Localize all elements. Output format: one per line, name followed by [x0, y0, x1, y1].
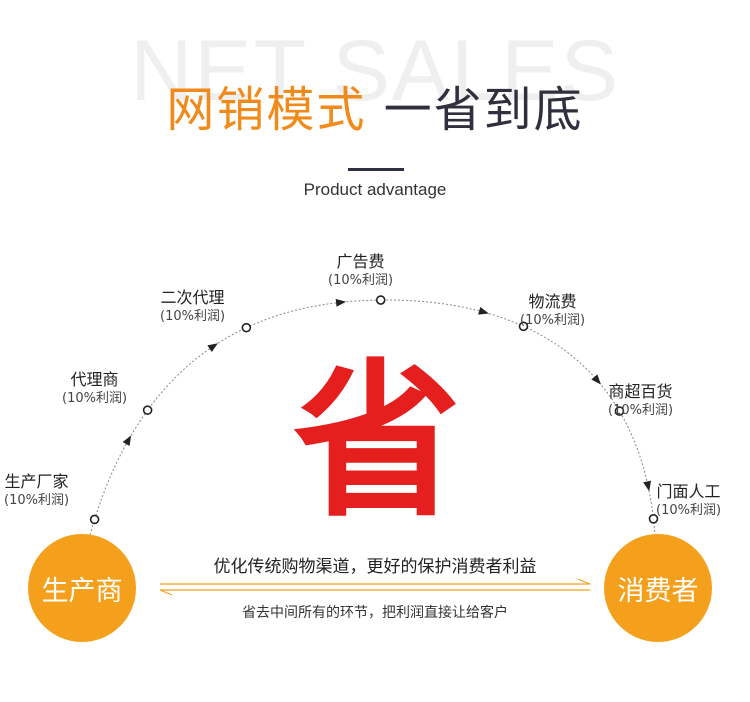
node-label-4: 物流费 (10%利润) [520, 292, 585, 330]
message-bottom: 省去中间所有的环节，把利润直接让给客户 [242, 605, 508, 621]
node-profit: (10%利润) [160, 309, 226, 324]
save-big-character: 省 [293, 344, 461, 540]
arc-node-dot-1 [142, 405, 153, 415]
arc-node-dot-0 [89, 514, 100, 525]
node-name: 二次代理 [160, 288, 225, 307]
node-label-1: 代理商 (10%利润) [62, 370, 127, 408]
arc-arrow-5 [643, 480, 652, 492]
message-top: 优化传统购物渠道，更好的保护消费者利益 [213, 557, 537, 577]
title-rest: 一省到底 [383, 82, 584, 138]
arc-node-dot-2 [241, 322, 252, 333]
node-profit: (10%利润) [608, 403, 674, 418]
node-profit: (10%利润) [656, 503, 722, 518]
producer-circle: 生产商 [28, 534, 136, 642]
dotted-arc-line [89, 299, 656, 536]
node-label-0: 生产厂家 (10%利润) [4, 472, 69, 510]
page-title: 网销模式 一省到底 [0, 80, 750, 140]
node-profit: (10%利润) [328, 273, 394, 288]
title-underline [348, 168, 404, 171]
node-name: 商超百货 [608, 382, 673, 401]
arc-arrow-4 [591, 374, 601, 385]
node-profit: (10%利润) [62, 391, 128, 406]
node-label-3: 广告费 (10%利润) [328, 252, 393, 290]
node-name: 门面人工 [656, 482, 721, 501]
arc-node-dot-6 [648, 514, 659, 524]
arc-arrow-2 [335, 298, 347, 307]
node-label-6: 门面人工 (10%利润) [656, 482, 721, 520]
title-accent: 网销模式 [166, 82, 367, 138]
node-name: 物流费 [528, 292, 577, 311]
node-profit: (10%利润) [4, 493, 70, 508]
watermark-text: NET SALES [130, 23, 620, 119]
arc-arrow-0 [122, 435, 132, 447]
node-label-5: 商超百货 (10%利润) [608, 382, 673, 420]
subtitle: Product advantage [303, 180, 447, 199]
arc-node-dot-4 [518, 321, 529, 332]
node-name: 代理商 [70, 370, 119, 389]
arc-arrow-1 [207, 343, 218, 353]
arc-arrow-3 [478, 306, 489, 315]
consumer-circle: 消费者 [604, 534, 712, 642]
node-name: 广告费 [336, 252, 385, 271]
node-label-2: 二次代理 (10%利润) [160, 288, 225, 326]
node-profit: (10%利润) [520, 313, 586, 328]
node-name: 生产厂家 [4, 472, 69, 491]
arc-node-dot-3 [375, 295, 386, 305]
arc-node-dot-5 [614, 406, 625, 416]
